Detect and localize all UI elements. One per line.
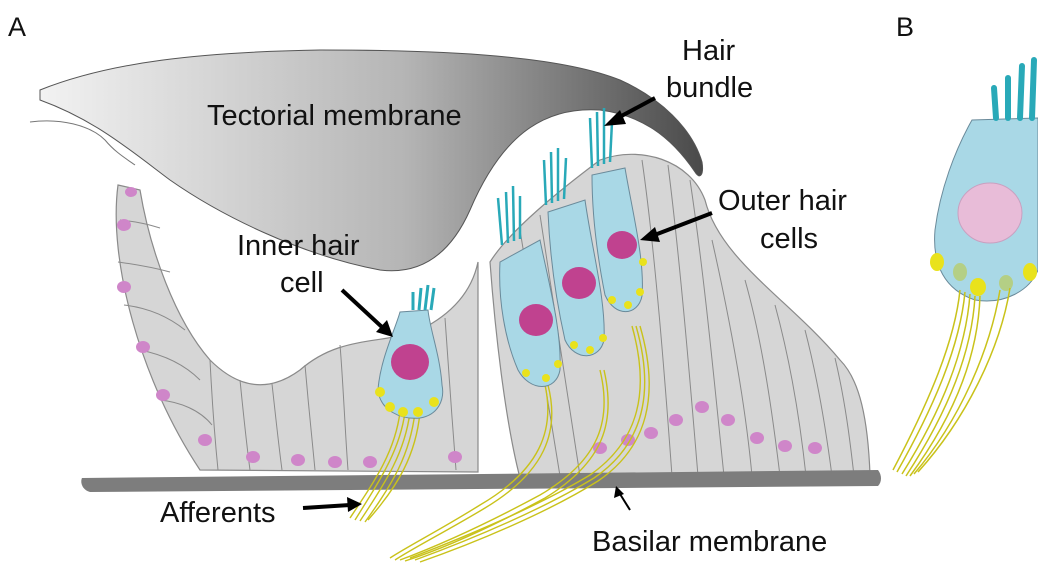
panel-b-nucleus [958, 183, 1022, 243]
outer-hair-cell-nucleus [562, 267, 596, 299]
panel-b-stereocilia [994, 60, 1034, 118]
label-outer-hair-cells-line2: cells [760, 223, 818, 255]
label-tectorial-membrane: Tectorial membrane [207, 100, 462, 132]
label-hair-bundle-line1: Hair [682, 35, 736, 67]
label-basilar-membrane: Basilar membrane [592, 526, 827, 558]
outer-hair-cell-nucleus [607, 231, 637, 259]
panel-label-a: A [8, 12, 26, 42]
afferents-arrow [303, 505, 350, 508]
basilar-membrane [81, 470, 881, 492]
label-inner-hair-cell-line1: Inner hair [237, 230, 360, 262]
label-afferents: Afferents [160, 497, 276, 529]
label-outer-hair-cells-line1: Outer hair [718, 185, 847, 217]
inner-hair-cell-nucleus [391, 344, 429, 380]
label-hair-bundle-line2: bundle [666, 72, 753, 104]
label-inner-hair-cell-line2: cell [280, 267, 324, 299]
inner-hair-cell-stereocilia [413, 285, 434, 310]
inner-hair-cell-arrow [342, 290, 383, 328]
outer-hair-cell-nucleus [519, 304, 553, 336]
afferents-arrowhead [347, 497, 362, 512]
panel-label-b: B [896, 12, 914, 42]
basilar-membrane-arrow [620, 494, 630, 510]
panel-b-inner-hair-cell [893, 60, 1038, 476]
panel-b-afferent-fibers [893, 288, 1010, 476]
